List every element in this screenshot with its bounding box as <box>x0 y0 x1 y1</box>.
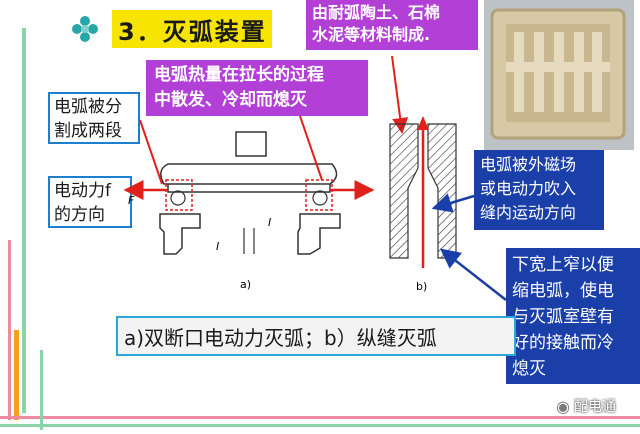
figure-caption: a)双断口电动力灭弧；b）纵缝灭弧 <box>116 316 516 356</box>
wechat-icon: ◉ <box>556 397 570 416</box>
narrow-slot-label: 下宽上窄以便 缩电弧，使电 与灭弧室壁有 好的接触而冷 熄灭 <box>506 248 640 384</box>
watermark-text: 配电通 <box>574 396 616 416</box>
watermark: ◉ 配电通 <box>556 396 616 416</box>
